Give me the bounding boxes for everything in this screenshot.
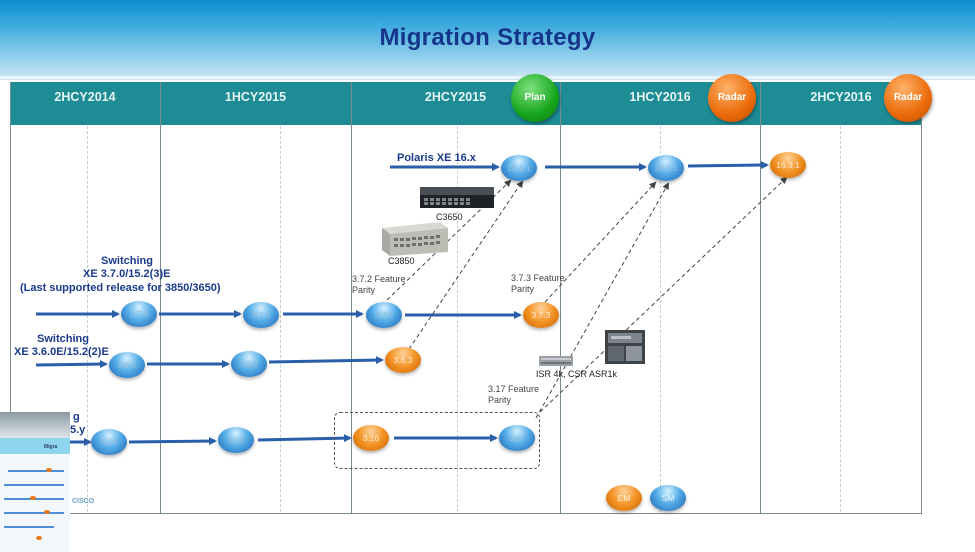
c3850-switch-image: [382, 222, 448, 256]
period-2hcy2016: 2HCY2016: [810, 90, 872, 104]
routing-line1: g: [73, 411, 80, 423]
cisco-logo: CISCO: [72, 498, 95, 505]
release-node-16-2-1: 16.2.1: [648, 155, 684, 181]
switching-b-line1: Switching: [37, 333, 89, 345]
release-node-3-6-1: 3.6.1: [109, 352, 145, 378]
sub-column-divider: [840, 126, 841, 512]
routing-line2: 5.y: [70, 424, 86, 436]
release-node-3-15: 3.15: [218, 427, 254, 453]
switching-b-line2: XE 3.6.0E/15.2(2)E: [14, 346, 109, 358]
thumbnail-row: [4, 484, 64, 486]
switching-a-line2: XE 3.7.0/15.2(3)E: [83, 268, 171, 280]
release-node-16-1-1: 16.1.1: [501, 155, 537, 181]
thumbnail-row: [8, 470, 64, 472]
frame-left: [10, 82, 11, 514]
radar-badge: Radar: [884, 74, 932, 122]
sub-column-divider: [280, 126, 281, 512]
header-divider: [0, 76, 975, 79]
grouping-box: [334, 412, 540, 469]
thumbnail-band: [0, 438, 70, 454]
column-divider: [351, 82, 352, 514]
period-2hcy2015: 2HCY2015: [424, 90, 487, 104]
thumbnail-row: [4, 526, 54, 528]
thumbnail-dot: [36, 536, 42, 540]
thumbnail-title: Migra: [44, 444, 58, 450]
parity-372-line2: Parity: [352, 285, 376, 295]
polaris-label: Polaris XE 16.x: [397, 152, 476, 164]
video-thumbnail: Migra: [0, 412, 70, 552]
isr-router-image: [539, 356, 573, 366]
thumbnail-row: [4, 512, 64, 514]
column-divider: [760, 82, 761, 514]
release-node-3-7-3: 3.7.3: [523, 302, 559, 328]
period-1hcy2016: 1HCY2016: [629, 90, 691, 104]
frame-right: [921, 82, 922, 514]
sub-column-divider: [457, 126, 458, 512]
sub-column-divider: [87, 126, 88, 512]
period-1hcy2015: 1HCY2015: [224, 90, 287, 104]
header-banner: [0, 0, 975, 80]
thumbnail-header: [0, 412, 70, 438]
c3650-switch-image: [420, 187, 494, 208]
release-node-3-6-3: 3.6.3: [385, 347, 421, 373]
column-divider: [160, 82, 161, 514]
thumbnail-dot: [44, 510, 50, 514]
parity-373-line1: 3.7.3 Feature: [511, 273, 565, 283]
switching-a-line1: Switching: [101, 255, 153, 267]
release-node-3-7-1: 3.7.1: [243, 302, 279, 328]
release-node-3-7-0: 3.7.0: [121, 301, 157, 327]
plan-badge: Plan: [511, 74, 559, 122]
parity-317-line2: Parity: [488, 395, 512, 405]
thumbnail-dot: [46, 468, 52, 472]
release-node-3-17: 3.17: [499, 425, 535, 451]
em-legend-node: EM: [606, 485, 642, 511]
release-node-3-16: 3.16: [353, 425, 389, 451]
column-divider: [560, 82, 561, 514]
page-title: Migration Strategy: [379, 24, 596, 51]
parity-373-line2: Parity: [511, 284, 535, 294]
release-node-16-3-1: 16.3.1: [770, 152, 806, 178]
c3850-label: C3850: [388, 256, 415, 266]
release-node-3-14: 3.14: [91, 429, 127, 455]
sm-legend-node: SM: [650, 485, 686, 511]
parity-317-line1: 3.17 Feature: [488, 384, 540, 394]
timeline-header: [10, 82, 922, 125]
sub-column-divider: [660, 126, 661, 512]
asr1k-router-image: [605, 330, 645, 364]
switching-a-line3: (Last supported release for 3850/3650): [20, 282, 221, 294]
c3650-label: C3650: [436, 212, 463, 222]
release-node-3-7-2: 3.7.2: [366, 302, 402, 328]
radar-badge: Radar: [708, 74, 756, 122]
isr-asr-label: ISR 4k, CSR ASR1k: [536, 369, 618, 379]
period-2hcy2014: 2HCY2014: [54, 90, 116, 104]
frame-bottom: [10, 513, 922, 514]
parity-372-line1: 3.7.2 Feature: [352, 274, 406, 284]
thumbnail-dot: [30, 496, 36, 500]
release-node-3-6-2: 3.6.2: [231, 351, 267, 377]
